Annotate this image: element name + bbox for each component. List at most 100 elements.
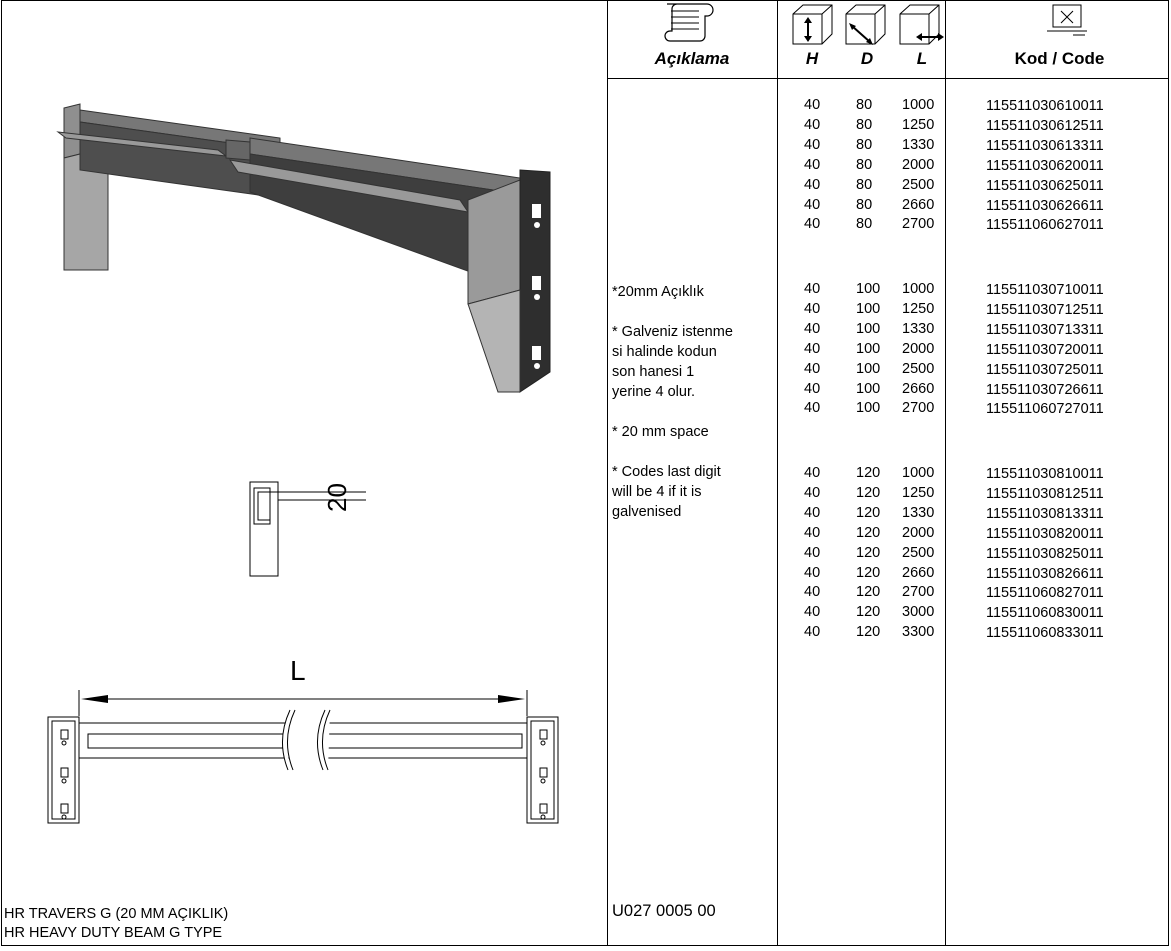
cell-code: 115511060627011: [986, 217, 1104, 234]
cell-code: 115511030810011: [986, 466, 1104, 482]
description-line: * Codes last digit: [612, 464, 721, 480]
header-l: L: [916, 49, 928, 68]
cell-l: 2500: [902, 544, 935, 561]
cell-h: 40: [804, 360, 821, 377]
cell-l: 2700: [902, 584, 935, 601]
cell-l: 1000: [902, 465, 935, 481]
cell-l: 2000: [902, 156, 935, 173]
box-height-icon: [792, 4, 833, 45]
cell-d: 120: [856, 564, 881, 581]
cell-l: 2500: [902, 176, 935, 193]
divider-desc: [777, 0, 778, 946]
header-h: H: [805, 49, 819, 68]
cell-l: 1330: [902, 136, 935, 153]
cell-l: 1330: [902, 504, 935, 521]
cell-d: 120: [856, 624, 881, 641]
cell-code: 115511030813311: [986, 505, 1104, 522]
cell-h: 40: [804, 97, 821, 113]
description-line: * 20 mm space: [612, 424, 709, 440]
cell-d: 80: [856, 116, 873, 133]
cell-d: 120: [856, 504, 881, 521]
cell-h: 40: [804, 380, 821, 397]
cell-code: 115511030713311: [986, 321, 1104, 338]
cell-h: 40: [804, 604, 821, 621]
cell-h: 40: [804, 465, 821, 481]
cell-code: 115511030620011: [986, 157, 1104, 174]
cell-l: 2660: [902, 196, 935, 213]
cell-d: 120: [856, 604, 881, 621]
cell-l: 2700: [902, 400, 935, 417]
cell-l: 2660: [902, 564, 935, 581]
description-line: * Galveniz istenme: [612, 324, 733, 340]
cell-h: 40: [804, 524, 821, 541]
cell-l: 1250: [902, 484, 935, 501]
cell-code: 115511030812511: [986, 485, 1104, 502]
cell-l: 2000: [902, 340, 935, 357]
cell-code: 115511030710011: [986, 282, 1104, 298]
description-line: galvenised: [612, 504, 682, 520]
cell-code: 115511030825011: [986, 545, 1104, 562]
cell-d: 80: [856, 136, 873, 153]
cell-code: 115511030613311: [986, 137, 1104, 154]
divider-left: [607, 0, 608, 946]
cell-h: 40: [804, 216, 821, 233]
cell-h: 40: [804, 116, 821, 133]
cell-d: 100: [856, 360, 881, 377]
description-line: *20mm Açıklık: [612, 284, 704, 300]
cell-d: 100: [856, 380, 881, 397]
cell-h: 40: [804, 400, 821, 417]
cell-code: 115511030725011: [986, 361, 1104, 378]
cell-l: 3000: [902, 604, 935, 621]
cell-l: 2660: [902, 380, 935, 397]
cell-d: 80: [856, 196, 873, 213]
cell-h: 40: [804, 544, 821, 561]
cell-d: 100: [856, 320, 881, 337]
cell-code: 115511030610011: [986, 98, 1104, 114]
cell-h: 40: [804, 504, 821, 521]
cell-h: 40: [804, 584, 821, 601]
cell-code: 115511060833011: [986, 625, 1104, 642]
description-line: yerine 4 olur.: [612, 384, 696, 400]
cell-h: 40: [804, 340, 821, 357]
document-code: U027 0005 00: [612, 902, 716, 920]
cell-d: 120: [856, 544, 881, 561]
header-d: D: [860, 49, 874, 68]
cell-d: 100: [856, 300, 881, 317]
cell-l: 3300: [902, 624, 935, 641]
cell-code: 115511030625011: [986, 177, 1104, 194]
cell-l: 2700: [902, 216, 935, 233]
cell-l: 1330: [902, 320, 935, 337]
cell-code: 115511030626611: [986, 197, 1104, 214]
cell-d: 120: [856, 524, 881, 541]
cell-d: 120: [856, 484, 881, 501]
cell-l: 1000: [902, 281, 935, 297]
description-line: son hanesi 1: [612, 364, 695, 380]
cell-h: 40: [804, 196, 821, 213]
cell-l: 2500: [902, 360, 935, 377]
description-line: [612, 402, 733, 422]
cell-d: 120: [856, 584, 881, 601]
computer-icon: [1047, 4, 1087, 36]
cell-d: 100: [856, 400, 881, 417]
cell-code: 115511030726611: [986, 381, 1104, 398]
cell-code: 115511060830011: [986, 605, 1104, 622]
cell-h: 40: [804, 136, 821, 153]
description-line: [612, 302, 733, 322]
description-line: [612, 442, 733, 462]
cell-h: 40: [804, 484, 821, 501]
cell-l: 2000: [902, 524, 935, 541]
cell-code: 115511060727011: [986, 401, 1104, 418]
cell-h: 40: [804, 156, 821, 173]
cell-h: 40: [804, 624, 821, 641]
description-block: *20mm Açıklık * Galveniz istenme si hali…: [612, 282, 733, 522]
beam-top-view-drawing: [47, 690, 559, 824]
cell-h: 40: [804, 320, 821, 337]
length-dimension-label: L: [290, 655, 306, 686]
divider-dims: [945, 0, 946, 946]
cell-l: 1250: [902, 116, 935, 133]
cell-code: 115511030720011: [986, 341, 1104, 358]
cell-d: 80: [856, 156, 873, 173]
cell-code: 115511030612511: [986, 117, 1104, 134]
cell-code: 115511030826611: [986, 565, 1104, 582]
cell-l: 1250: [902, 300, 935, 317]
